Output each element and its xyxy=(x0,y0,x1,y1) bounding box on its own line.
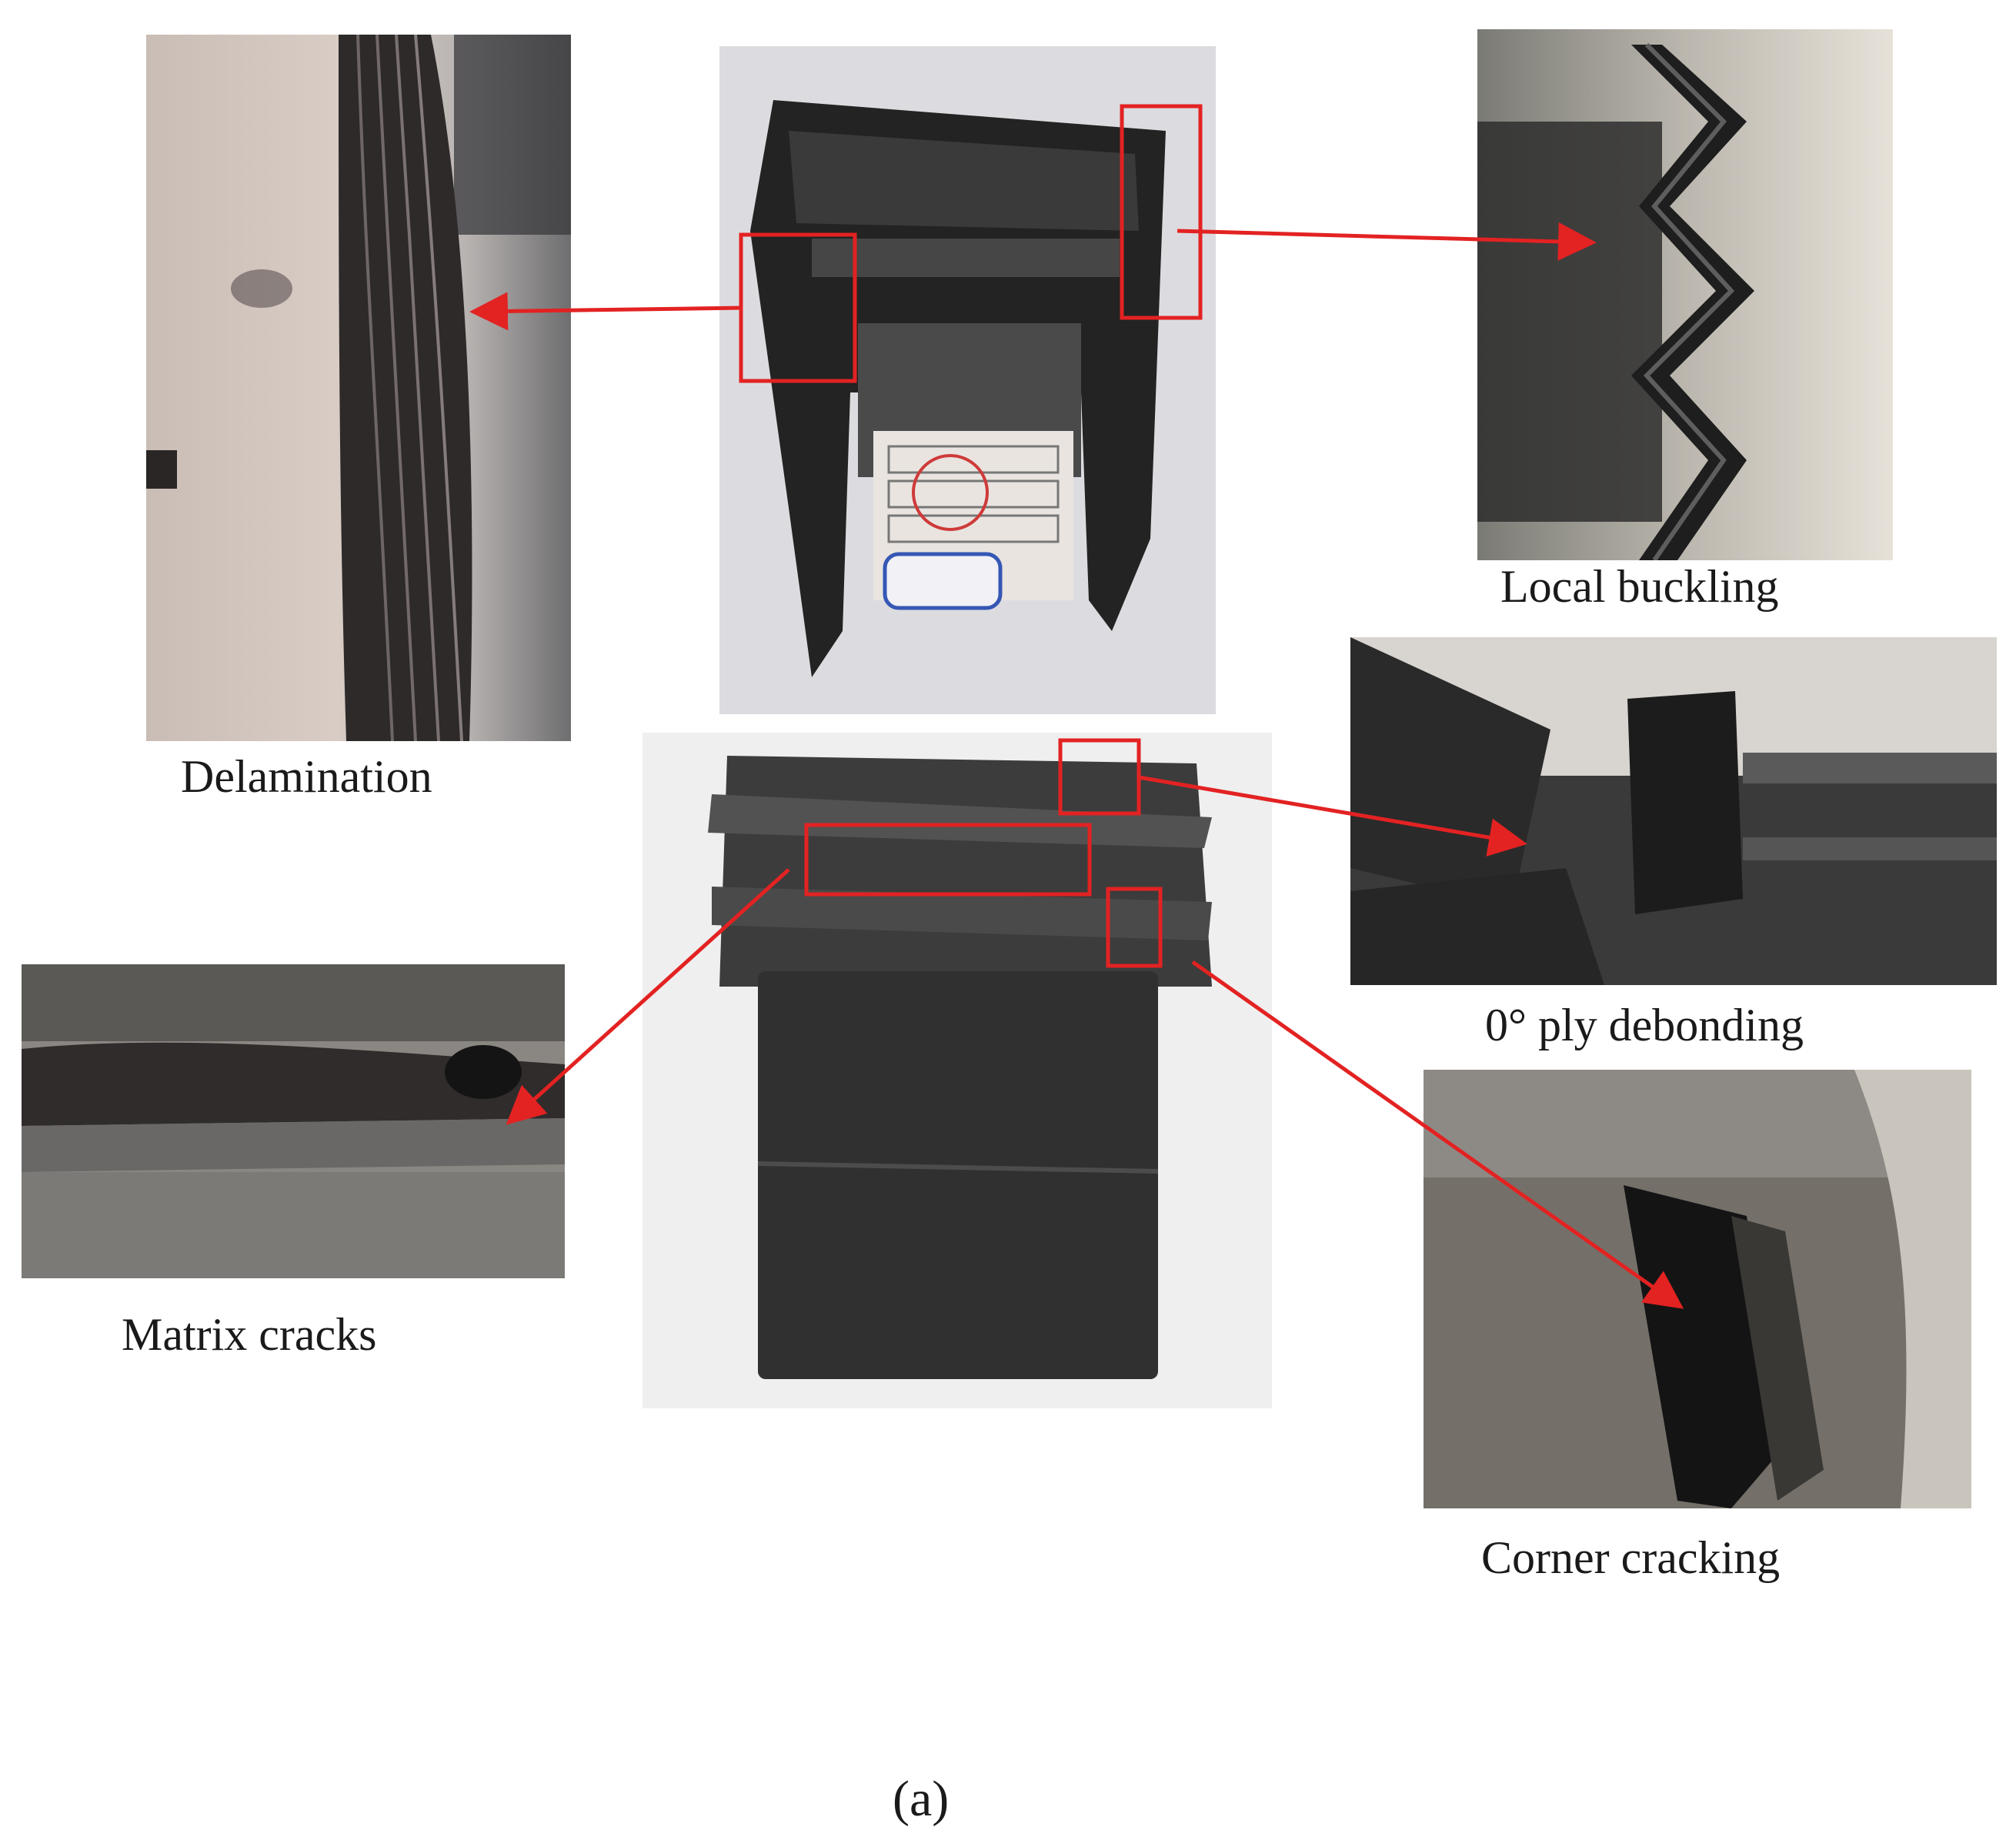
caption-delamination: Delamination xyxy=(181,751,432,802)
delamination-photo xyxy=(146,35,571,741)
caption-ply-debonding: 0° ply debonding xyxy=(1485,1000,1804,1050)
caption-matrix-cracks: Matrix cracks xyxy=(122,1309,377,1360)
caption-corner-cracking: Corner cracking xyxy=(1481,1532,1781,1583)
ply-debonding-photo xyxy=(1350,637,1997,985)
specimen-top-photo xyxy=(719,46,1216,714)
caption-local-buckling: Local buckling xyxy=(1500,561,1779,612)
specimen-bottom-photo xyxy=(643,733,1272,1408)
matrix-cracks-photo xyxy=(22,964,565,1278)
corner-cracking-photo xyxy=(1424,1070,1971,1508)
panel-label: (a) xyxy=(893,1771,950,1827)
local-buckling-photo xyxy=(1477,29,1893,560)
